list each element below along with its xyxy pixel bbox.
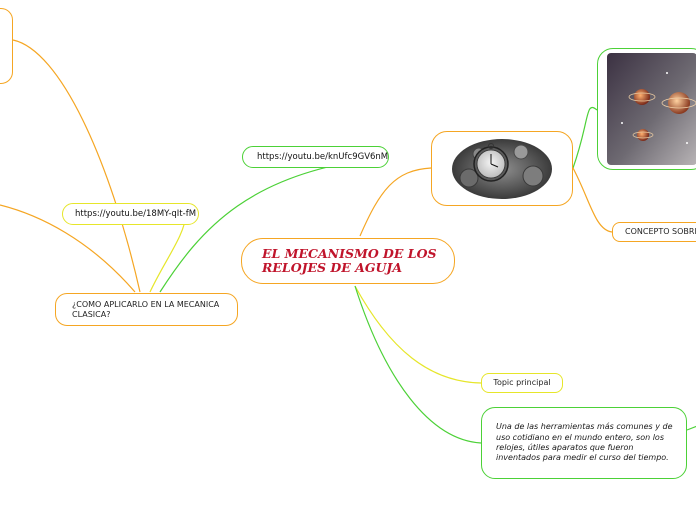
connector-clock-planets	[572, 106, 598, 169]
topic-principal-label: Topic principal	[493, 378, 551, 387]
aplicar-mecanica-node[interactable]: ¿COMO APLICARLO EN LA MECANICA CLASICA?	[55, 293, 238, 326]
planets-image	[607, 53, 696, 165]
connector-central-clock	[359, 167, 432, 237]
connector-desc-right	[686, 425, 696, 431]
central-topic[interactable]: EL MECANISMO DE LOS RELOJES DE AGUJA	[241, 238, 455, 284]
topic-principal-node[interactable]: Topic principal	[481, 373, 563, 393]
clock-image-node[interactable]	[431, 131, 573, 206]
planets-image-node[interactable]	[597, 48, 696, 170]
youtube-link-node-1[interactable]: https://youtu.be/18MY-qIt-fM	[62, 203, 199, 225]
description-node[interactable]: Una de las herramientas más comunes y de…	[481, 407, 687, 479]
concepto-node[interactable]: CONCEPTO SOBRE EL F	[612, 222, 696, 242]
connector-central-desc	[354, 285, 482, 444]
aplicar-mecanica-label: ¿COMO APLICARLO EN LA MECANICA CLASICA?	[72, 299, 220, 319]
connector-aplicar-topleft	[12, 39, 141, 293]
youtube-link-1[interactable]: https://youtu.be/18MY-qIt-fM	[75, 209, 197, 219]
concepto-label: CONCEPTO SOBRE EL F	[625, 227, 696, 236]
youtube-link-2[interactable]: https://youtu.be/knUfc9GV6nM	[257, 152, 389, 162]
central-title: EL MECANISMO DE LOS RELOJES DE AGUJA	[262, 245, 437, 275]
connector-clock-concepto	[572, 167, 613, 233]
connector-central-topic	[354, 285, 482, 384]
connector-aplicar-left	[0, 204, 136, 293]
pocket-watch-image	[452, 138, 552, 199]
youtube-link-node-2[interactable]: https://youtu.be/knUfc9GV6nM	[242, 146, 389, 168]
description-text: Una de las herramientas más comunes y de…	[496, 422, 673, 463]
offscreen-node-top-left[interactable]	[0, 8, 13, 84]
